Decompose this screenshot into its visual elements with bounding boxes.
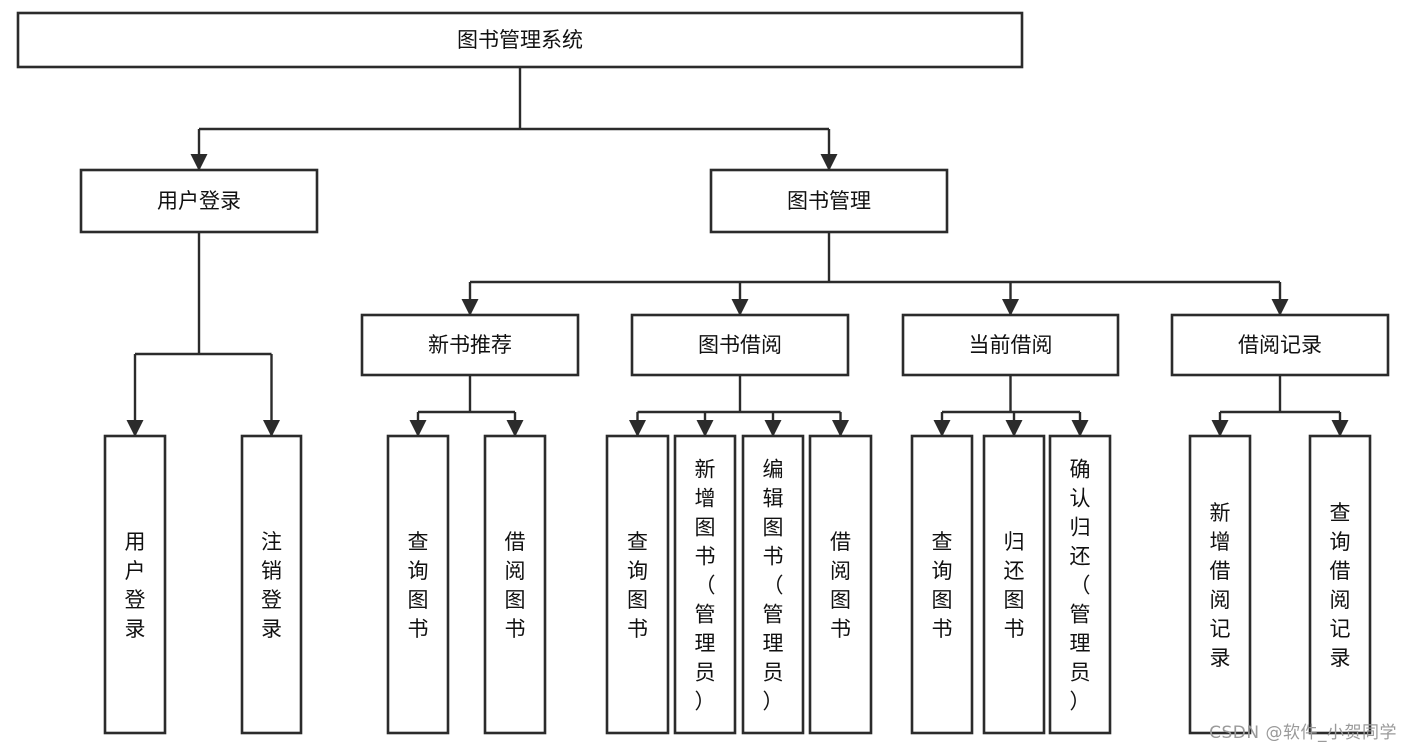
node-leaf-user-logout[interactable]: 注销登录 bbox=[240, 434, 303, 735]
node-label: 新增借阅记录 bbox=[1210, 501, 1231, 670]
node-label: 查询图书 bbox=[408, 530, 429, 641]
node-l3-current-borrow[interactable]: 当前借阅 bbox=[901, 313, 1120, 377]
node-label: 图书借阅 bbox=[698, 333, 782, 357]
node-l3-borrow-record[interactable]: 借阅记录 bbox=[1170, 313, 1390, 377]
node-label: 用户登录 bbox=[125, 530, 146, 641]
node-box bbox=[103, 434, 167, 735]
node-box bbox=[808, 434, 873, 735]
node-box bbox=[901, 313, 1120, 377]
node-l3-new-book-rec[interactable]: 新书推荐 bbox=[360, 313, 580, 377]
node-label: 用户登录 bbox=[157, 189, 241, 213]
node-box bbox=[673, 434, 737, 735]
node-box bbox=[240, 434, 303, 735]
node-leaf-borrow-add[interactable]: 新增图书（管理员） bbox=[673, 434, 737, 735]
node-l2-book-manage[interactable]: 图书管理 bbox=[709, 168, 949, 234]
node-label: 新增图书（管理员） bbox=[695, 458, 716, 714]
node-box bbox=[1308, 434, 1372, 735]
node-box bbox=[630, 313, 850, 377]
node-leaf-rec-query2[interactable]: 查询借阅记录 bbox=[1308, 434, 1372, 735]
node-label: 编辑图书（管理员） bbox=[763, 458, 784, 714]
node-label: 图书管理系统 bbox=[457, 28, 583, 52]
connector-layer bbox=[126, 67, 1349, 437]
node-leaf-borrow-lend[interactable]: 借阅图书 bbox=[808, 434, 873, 735]
node-leaf-borrow-query[interactable]: 查询图书 bbox=[605, 434, 670, 735]
node-label: 归还图书 bbox=[1004, 530, 1025, 641]
node-box bbox=[16, 11, 1024, 69]
node-label: 借阅图书 bbox=[830, 530, 851, 641]
csdn-watermark: CSDN @软件_小贺同学 bbox=[1209, 723, 1397, 743]
node-leaf-rec-add[interactable]: 新增借阅记录 bbox=[1188, 434, 1252, 735]
node-leaf-borrow-edit[interactable]: 编辑图书（管理员） bbox=[741, 434, 805, 735]
node-box bbox=[982, 434, 1046, 735]
node-box bbox=[709, 168, 949, 234]
node-box bbox=[386, 434, 450, 735]
node-box bbox=[483, 434, 547, 735]
node-label: 查询图书 bbox=[932, 530, 953, 641]
node-label: 图书管理 bbox=[787, 189, 871, 213]
node-box bbox=[605, 434, 670, 735]
node-label: 查询借阅记录 bbox=[1330, 501, 1351, 670]
node-label: 借阅图书 bbox=[505, 530, 526, 641]
node-layer: 图书管理系统用户登录图书管理新书推荐图书借阅当前借阅借阅记录用户登录注销登录查询… bbox=[16, 11, 1390, 735]
node-box bbox=[741, 434, 805, 735]
node-root[interactable]: 图书管理系统 bbox=[16, 11, 1024, 69]
node-leaf-rec-borrow[interactable]: 借阅图书 bbox=[483, 434, 547, 735]
node-box bbox=[360, 313, 580, 377]
node-leaf-cur-query[interactable]: 查询图书 bbox=[910, 434, 974, 735]
node-label: 当前借阅 bbox=[969, 333, 1053, 357]
node-leaf-cur-confirm[interactable]: 确认归还（管理员） bbox=[1048, 434, 1112, 735]
node-leaf-cur-return[interactable]: 归还图书 bbox=[982, 434, 1046, 735]
node-box bbox=[79, 168, 319, 234]
node-label: 查询图书 bbox=[627, 530, 648, 641]
node-box bbox=[910, 434, 974, 735]
node-label: 确认归还（管理员） bbox=[1070, 458, 1091, 714]
node-leaf-user-login[interactable]: 用户登录 bbox=[103, 434, 167, 735]
node-box bbox=[1188, 434, 1252, 735]
node-l2-user-login[interactable]: 用户登录 bbox=[79, 168, 319, 234]
node-label: 新书推荐 bbox=[428, 333, 512, 357]
node-box bbox=[1048, 434, 1112, 735]
node-leaf-rec-query[interactable]: 查询图书 bbox=[386, 434, 450, 735]
node-label: 注销登录 bbox=[261, 530, 282, 641]
node-l3-book-borrow[interactable]: 图书借阅 bbox=[630, 313, 850, 377]
node-label: 借阅记录 bbox=[1238, 333, 1322, 357]
node-box bbox=[1170, 313, 1390, 377]
